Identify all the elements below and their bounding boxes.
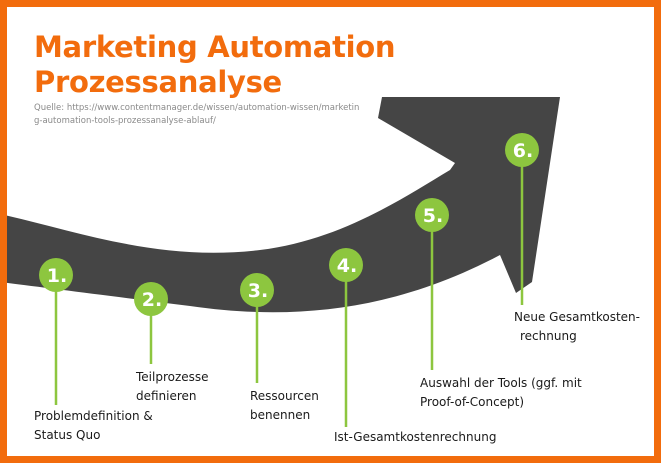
step-2-label-line-2: definieren — [136, 389, 197, 403]
step-6-number: 6. — [513, 140, 533, 162]
source-citation: Quelle: https://www.contentmanager.de/wi… — [34, 103, 360, 126]
step-6-marker — [505, 133, 539, 167]
step-3-label-line-1: Ressourcen — [250, 389, 319, 403]
step-5-number: 5. — [423, 205, 443, 227]
step-3-marker — [240, 273, 274, 307]
curved-arrow-shape — [7, 97, 560, 313]
title-line-1: Marketing Automation — [34, 30, 396, 64]
step-5-label-line-2: Proof-of-Concept) — [420, 395, 525, 409]
step-1-label: Problemdefinition & Status Quo — [34, 407, 153, 445]
step-2-label-line-1: Teilprozesse — [136, 370, 209, 384]
page-title: Marketing Automation Prozessanalyse — [34, 30, 396, 100]
step-3-label-line-2: benennen — [250, 408, 311, 422]
step-1-marker — [39, 258, 73, 292]
step-3-number: 3. — [248, 280, 268, 302]
step-6-label-line-2: rechnung — [520, 329, 577, 343]
step-connectors — [54, 165, 524, 427]
step-3-label: Ressourcen benennen — [250, 387, 319, 425]
step-2-number: 2. — [142, 289, 162, 311]
step-2-label: Teilprozesse definieren — [136, 368, 209, 406]
title-line-2: Prozessanalyse — [34, 65, 282, 99]
step-4-label-line-1: Ist-Gesamtkostenrechnung — [334, 430, 497, 444]
step-5-label-line-1: Auswahl der Tools (ggf. mit — [420, 376, 582, 390]
step-4-label: Ist-Gesamtkostenrechnung — [334, 428, 496, 447]
step-5-marker — [415, 198, 449, 232]
step-markers: 1. 2. 3. 4. 5. 6. — [39, 133, 539, 316]
step-2-marker — [134, 282, 168, 316]
step-4-marker — [329, 248, 363, 282]
step-1-label-line-1: Problemdefinition & — [34, 409, 153, 423]
step-6-label-line-1: Neue Gesamtkosten- — [514, 310, 640, 324]
step-6-label: Neue Gesamtkosten-rechnung — [514, 308, 640, 346]
step-1-label-line-2: Status Quo — [34, 428, 101, 442]
step-4-number: 4. — [337, 255, 357, 277]
step-1-number: 1. — [47, 265, 67, 287]
